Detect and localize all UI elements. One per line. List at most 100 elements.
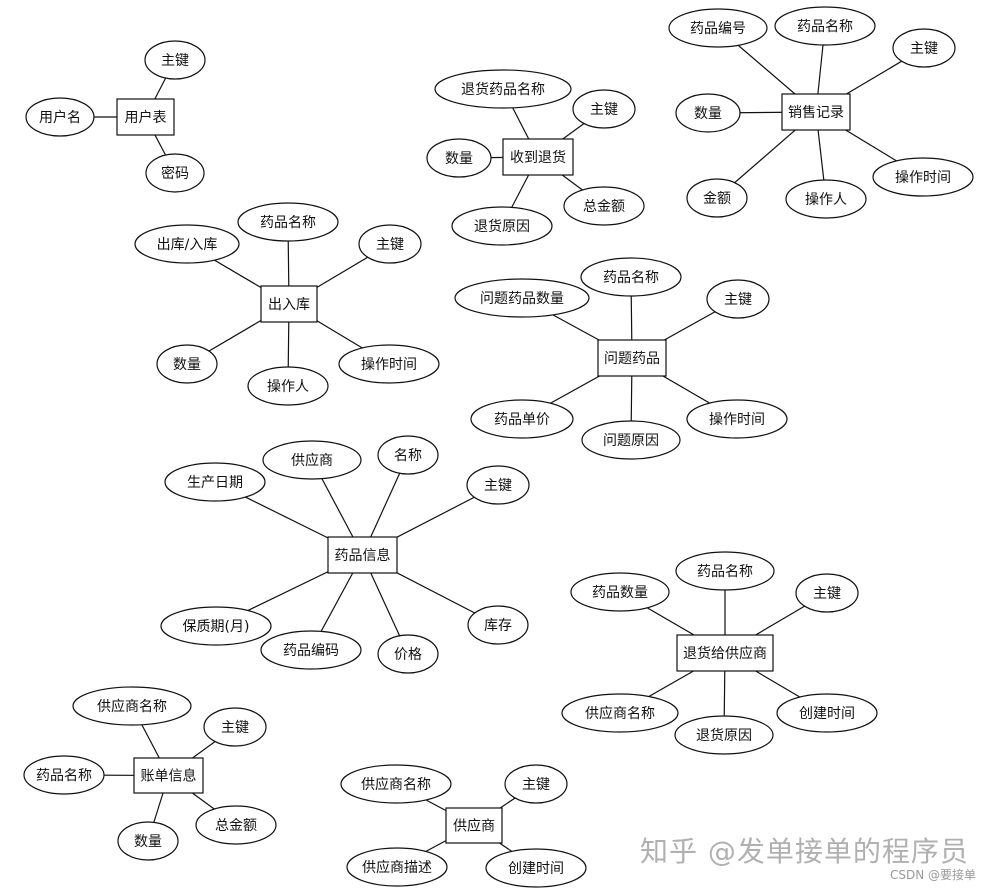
- entity-label: 出入库: [268, 297, 310, 313]
- attribute-ellipse: [675, 93, 741, 133]
- attribute-label: 药品编码: [283, 643, 339, 659]
- entity-label: 账单信息: [141, 768, 197, 785]
- entity-box: [133, 757, 204, 794]
- attribute-label: 操作人: [805, 192, 847, 208]
- attribute-inout-4: 操作人: [247, 366, 329, 406]
- attribute-inout-1: 出库/入库: [134, 224, 240, 264]
- attribute-return-recv-0: 退货药品名称: [434, 69, 572, 109]
- entity-box: [781, 93, 851, 131]
- attribute-label: 用户名: [39, 109, 81, 126]
- attribute-drug-7: 库存: [467, 605, 529, 645]
- attribute-label: 库存: [484, 618, 512, 634]
- attribute-ellipse: [668, 8, 768, 48]
- attribute-inout-0: 药品名称: [237, 202, 339, 242]
- attribute-drug-5: 药品编码: [260, 630, 362, 670]
- attribute-ellipse: [686, 399, 788, 439]
- attribute-label: 主键: [724, 292, 752, 308]
- attribute-ellipse: [795, 573, 859, 613]
- attribute-problem-4: 问题原因: [581, 420, 681, 460]
- attribute-ellipse: [72, 686, 192, 726]
- attribute-ellipse: [892, 28, 956, 68]
- attribute-ellipse: [117, 821, 179, 861]
- attribute-ellipse: [776, 693, 878, 733]
- watermark-zhihu: 知乎 @发单接单的程序员: [640, 835, 969, 868]
- attribute-problem-1: 药品名称: [580, 257, 682, 297]
- attribute-supplier-1: 主键: [504, 764, 568, 804]
- attribute-ellipse: [470, 399, 574, 439]
- attribute-ellipse: [237, 202, 339, 242]
- attribute-return-supplier-1: 药品数量: [570, 572, 670, 612]
- attribute-return-supplier-2: 主键: [795, 573, 859, 613]
- attribute-problem-3: 药品单价: [470, 399, 574, 439]
- attribute-sales-5: 操作人: [785, 179, 867, 219]
- attribute-supplier-3: 创建时间: [485, 848, 587, 888]
- attribute-ellipse: [570, 572, 670, 612]
- attribute-ellipse: [434, 69, 572, 109]
- attribute-ellipse: [377, 634, 439, 674]
- attribute-ellipse: [774, 6, 876, 46]
- entity-box: [502, 138, 574, 176]
- attribute-problem-0: 问题药品数量: [454, 278, 590, 318]
- attribute-ellipse: [203, 707, 267, 747]
- attribute-return-supplier-3: 供应商名称: [561, 693, 679, 733]
- watermark-csdn: CSDN @要接单: [890, 868, 977, 882]
- attribute-supplier-2: 供应商描述: [346, 847, 448, 887]
- entity-drug: 供应商名称生产日期主键保质期(月)药品编码价格库存药品信息: [160, 435, 530, 674]
- attribute-ellipse: [346, 847, 448, 887]
- entity-sales: 药品编号药品名称主键数量金额操作人操作时间销售记录: [668, 6, 974, 219]
- attribute-supplier-0: 供应商名称: [340, 764, 452, 804]
- attribute-label: 主键: [484, 478, 512, 494]
- attribute-label: 操作时间: [709, 412, 765, 428]
- attribute-label: 问题原因: [603, 433, 659, 449]
- attribute-ellipse: [134, 224, 240, 264]
- attribute-problem-5: 操作时间: [686, 399, 788, 439]
- entity-box: [327, 536, 398, 574]
- attribute-drug-3: 主键: [466, 465, 530, 505]
- entity-supplier: 供应商名称主键供应商描述创建时间供应商: [340, 764, 587, 888]
- attribute-ellipse: [785, 179, 867, 219]
- attribute-label: 密码: [161, 165, 189, 182]
- attribute-return-recv-4: 退货原因: [451, 206, 553, 246]
- attribute-drug-6: 价格: [377, 634, 439, 674]
- attribute-label: 药品名称: [697, 564, 753, 580]
- attribute-ellipse: [340, 764, 452, 804]
- attribute-bill-2: 药品名称: [23, 755, 105, 795]
- attribute-label: 数量: [134, 834, 162, 850]
- attribute-return-supplier-4: 退货原因: [674, 715, 774, 755]
- attribute-user-2: 密码: [145, 153, 205, 193]
- attribute-sales-0: 药品编号: [668, 8, 768, 48]
- entity-box: [597, 339, 667, 377]
- entity-label: 退货给供应商: [683, 645, 767, 662]
- attribute-bill-4: 总金额: [195, 805, 277, 845]
- attribute-ellipse: [247, 366, 329, 406]
- attribute-bill-3: 数量: [117, 821, 179, 861]
- attribute-label: 创建时间: [799, 706, 855, 722]
- attribute-ellipse: [466, 465, 530, 505]
- attribute-inout-5: 操作时间: [338, 344, 440, 384]
- attribute-label: 问题药品数量: [480, 291, 564, 307]
- attribute-label: 药品名称: [36, 768, 92, 784]
- attribute-label: 操作时间: [361, 357, 417, 373]
- attribute-sales-6: 操作时间: [872, 157, 974, 197]
- attribute-label: 主键: [376, 237, 404, 253]
- attribute-drug-0: 供应商: [262, 440, 362, 480]
- attribute-label: 数量: [445, 151, 473, 167]
- attribute-ellipse: [580, 257, 682, 297]
- attribute-ellipse: [377, 435, 439, 475]
- attribute-ellipse: [675, 551, 775, 591]
- entity-label: 药品信息: [335, 547, 391, 564]
- attribute-user-0: 主键: [144, 40, 206, 80]
- attribute-label: 出库/入库: [157, 237, 218, 253]
- attribute-ellipse: [262, 440, 362, 480]
- diagram-nodes: 主键用户名密码用户表退货药品名称主键数量总金额退货原因收到退货药品编号药品名称主…: [23, 6, 974, 888]
- entity-box: [445, 807, 503, 844]
- attribute-ellipse: [561, 693, 679, 733]
- attribute-sales-2: 主键: [892, 28, 956, 68]
- entity-label: 收到退货: [510, 149, 566, 166]
- attribute-ellipse: [25, 97, 95, 137]
